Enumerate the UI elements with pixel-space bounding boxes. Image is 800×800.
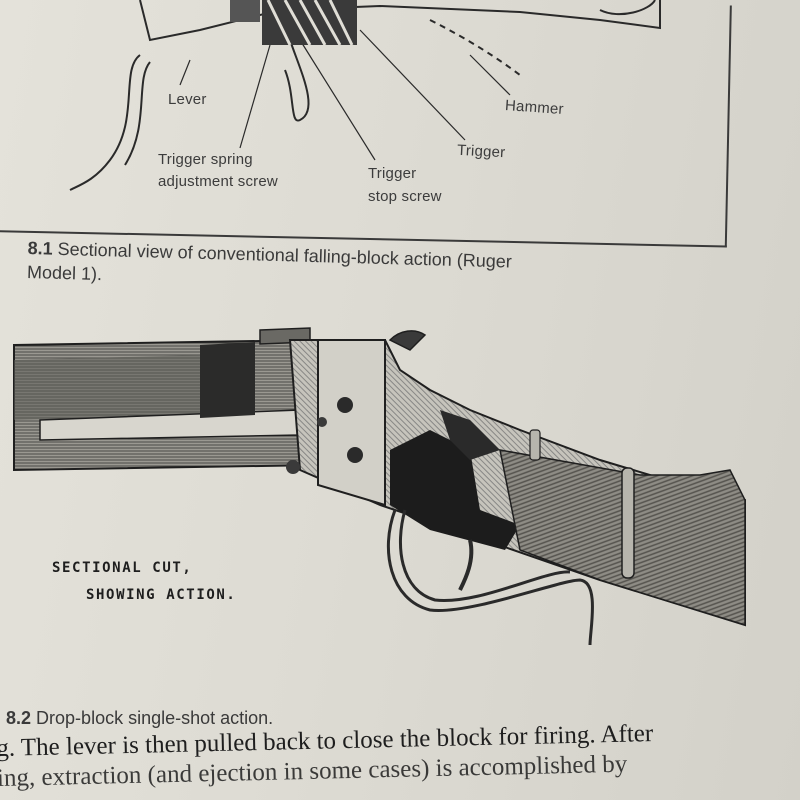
hammer <box>440 410 500 460</box>
figure-1-number: 8.1 <box>27 237 53 259</box>
figure-2-caption: 8.2 Drop-block single-shot action. <box>6 706 646 730</box>
figure-1-caption: 8.1 Sectional view of conventional falli… <box>27 236 668 302</box>
figure-2-engraving <box>13 327 746 646</box>
receiver-outline <box>139 0 661 42</box>
label-trigger-stop-2: stop screw <box>368 188 442 205</box>
hammer-outline <box>429 19 521 76</box>
figure-2-caption-text: Drop-block single-shot action. <box>36 708 274 728</box>
trigger-guard <box>284 39 310 122</box>
label-lever: Lever <box>168 91 207 108</box>
stock-bolt <box>621 467 635 579</box>
hammer-spur <box>388 330 427 351</box>
label-trigger-spring-2: adjustment screw <box>158 173 278 190</box>
label-trigger-stop-1: Trigger <box>368 165 417 182</box>
engraving-label-1: SECTIONAL CUT, <box>52 560 193 576</box>
engraving-label-2: SHOWING ACTION. <box>86 587 237 603</box>
figure-1-drawing <box>69 0 661 191</box>
lever-guard <box>387 509 594 646</box>
figure-2-number: 8.2 <box>6 708 32 728</box>
label-trigger: Trigger <box>456 141 506 162</box>
label-trigger-spring-1: Trigger spring <box>158 151 253 168</box>
section-hatch <box>230 0 357 46</box>
barrel <box>13 327 321 472</box>
label-hammer: Hammer <box>504 96 565 119</box>
lever-line <box>69 54 141 191</box>
action-cavity <box>390 430 520 550</box>
